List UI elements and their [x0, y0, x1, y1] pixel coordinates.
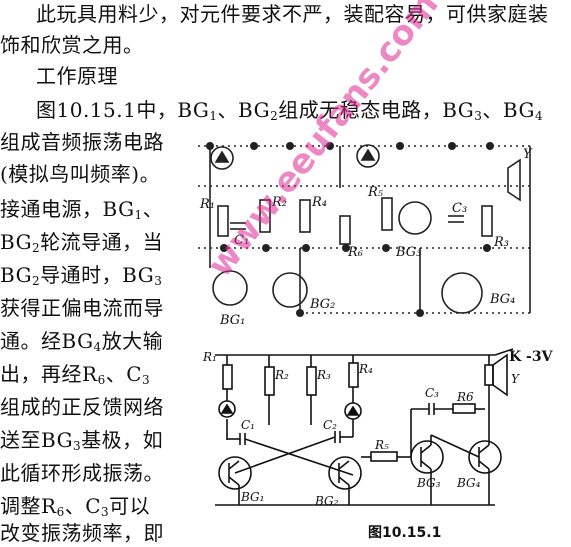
text-line-1: 此玩具用料少，对元件要求不严，装配容易，可供家庭装 — [36, 2, 549, 26]
sch-bg3: BG₃ — [416, 476, 441, 490]
text-line-14: 送至BG3基极，如 — [0, 428, 164, 453]
sch-bg2: BG₂ — [314, 494, 339, 508]
text-line-6: (模拟鸟叫频率)。 — [0, 162, 161, 186]
label-bg2: BG₂ — [309, 297, 335, 312]
sch-c2: C₂ — [323, 418, 337, 432]
circuit-schematic: K -3V R₁ R₂ R₃ R₄ C₁ C₂ C₃ R₅ R6 Y BG₁ B… — [202, 348, 554, 508]
text-line-4: 图10.15.1中，BG1、BG2组成无稳态电路，BG3、BG4 — [36, 98, 544, 123]
text-line-9: BG2导通时，BG3 — [0, 263, 163, 288]
text-line-8: BG2轮流导通，当 — [0, 230, 164, 255]
sch-c3: C₃ — [425, 386, 439, 400]
text-line-17: 改变振荡频率，即 — [0, 521, 164, 545]
sch-r1: R₁ — [202, 350, 217, 364]
text-line-5: 组成音频振荡电路 — [0, 130, 164, 154]
label-bg4: BG₄ — [489, 292, 515, 307]
text-line-2: 饰和欣赏之用。 — [0, 33, 144, 57]
assembly-drawing: R₁ C₁ R₂ R₄ R₅ C₃ R₃ R₆ Y BG₁ BG₂ BG₃ BG… — [198, 142, 533, 328]
text-line-12: 出，再经R6、C3 — [0, 362, 151, 387]
label-c3: C₃ — [452, 201, 467, 216]
sch-y: Y — [511, 372, 520, 386]
sch-r6: R6 — [456, 390, 474, 404]
label-c1: C₁ — [234, 233, 249, 248]
sch-r5: R₅ — [374, 438, 389, 452]
sch-bg4: BG₄ — [456, 476, 481, 490]
sch-c1: C₁ — [241, 418, 255, 432]
text-line-13: 组成的正反馈网络 — [0, 395, 164, 419]
text-line-15: 此循环形成振荡。 — [0, 461, 164, 485]
sch-r4: R₄ — [358, 362, 373, 376]
label-r4: R₄ — [311, 195, 327, 210]
sch-r3: R₃ — [316, 368, 331, 382]
label-bg1: BG₁ — [219, 313, 245, 328]
section-heading: 工作原理 — [36, 64, 118, 88]
text-line-16: 调整R6、C3可以 — [0, 494, 151, 519]
label-r1: R₁ — [199, 197, 215, 212]
sch-bg1: BG₁ — [240, 490, 264, 504]
sch-r2: R₂ — [274, 368, 289, 382]
label-r5: R₅ — [367, 185, 384, 200]
label-y: Y — [523, 147, 533, 162]
label-bg3: BG₃ — [395, 245, 421, 260]
switch-label: K -3V — [509, 349, 554, 365]
text-line-7: 接通电源，BG1、 — [0, 197, 164, 222]
label-r3: R₃ — [493, 235, 509, 250]
text-line-11: 通。经BG4放大输 — [0, 329, 164, 354]
figure-caption: 图10.15.1 — [368, 525, 442, 541]
label-r2: R₂ — [271, 195, 287, 210]
text-line-10: 获得正偏电流而导 — [0, 296, 164, 320]
label-r6: R₆ — [347, 245, 363, 260]
